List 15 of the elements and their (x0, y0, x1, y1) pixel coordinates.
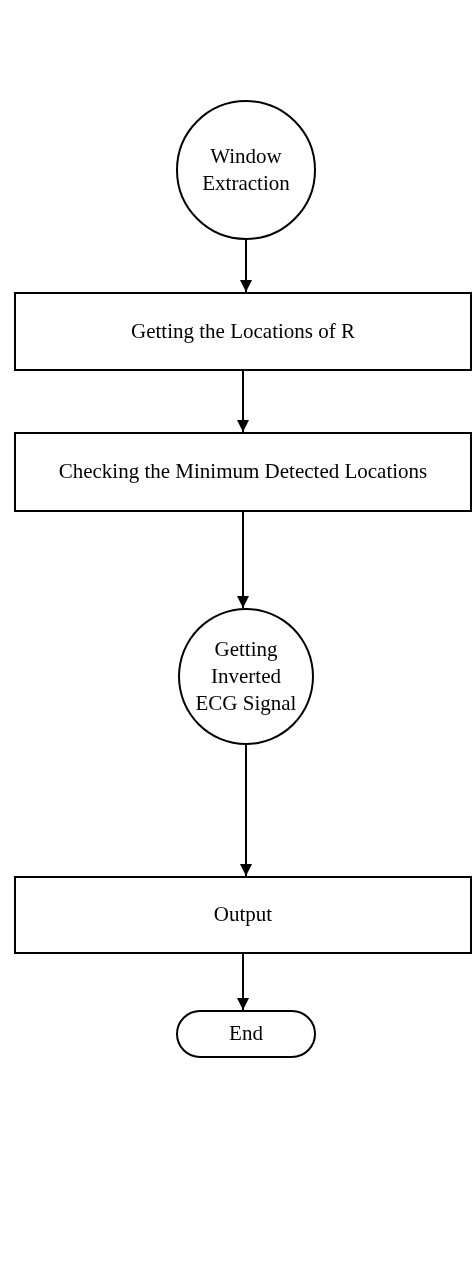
terminal-box (176, 1010, 316, 1058)
arrow (237, 511, 249, 609)
node-label: End (229, 1020, 263, 1048)
node-label: Output (213, 901, 273, 929)
arrow (240, 744, 252, 877)
arrow (237, 370, 249, 433)
node-label: Window Extraction (201, 142, 291, 197)
process-box (14, 432, 472, 512)
node-label: Getting Inverted ECG Signal (194, 635, 298, 718)
arrow (240, 239, 252, 293)
arrow (237, 953, 249, 1011)
process-box (14, 292, 472, 371)
node-label: Checking the Minimum Detected Locations (58, 458, 428, 486)
process-box (14, 876, 472, 954)
node-label: Getting the Locations of R (131, 317, 355, 345)
